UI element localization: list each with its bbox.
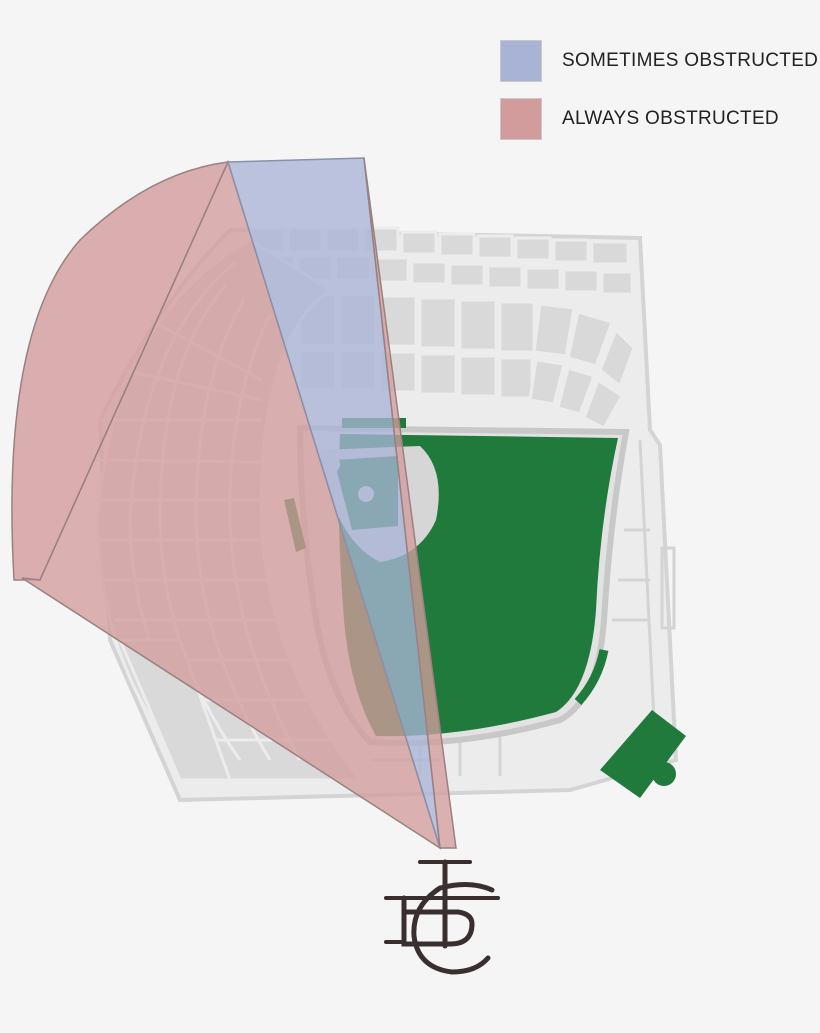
legend-swatch-always	[500, 98, 542, 140]
legend-item-sometimes-obstructed: SOMETIMES OBSTRUCTED	[500, 40, 820, 82]
building-block	[600, 710, 686, 798]
concourse-line	[638, 439, 658, 761]
seat-section	[438, 232, 476, 258]
legend-label-sometimes: SOMETIMES OBSTRUCTED	[562, 50, 819, 71]
seat-section	[528, 358, 566, 406]
obstruction-overlays	[11, 157, 457, 850]
seat-section	[400, 230, 438, 256]
seat-section	[514, 236, 552, 262]
seat-section	[448, 262, 486, 288]
legend-label-always: ALWAYS OBSTRUCTED	[562, 108, 779, 129]
seat-section	[458, 298, 498, 352]
always-obstructed-zone	[363, 157, 457, 849]
legend-item-always-obstructed: ALWAYS OBSTRUCTED	[500, 98, 820, 140]
seat-section	[566, 310, 614, 368]
logo-stroke	[411, 882, 495, 975]
seat-section	[562, 268, 600, 294]
seat-section	[410, 260, 448, 286]
seat-section	[598, 327, 636, 389]
seat-section	[524, 266, 562, 292]
building-rotunda	[652, 762, 676, 786]
seat-section	[418, 296, 458, 350]
seat-section	[486, 264, 524, 290]
logo-stroke	[401, 895, 475, 947]
scoreboard-structure	[660, 546, 676, 630]
seat-section	[498, 356, 534, 400]
seat-section	[532, 302, 576, 358]
seat-section	[590, 240, 630, 266]
seat-section	[582, 377, 624, 430]
legend-swatch-sometimes	[500, 40, 542, 82]
seat-section	[600, 270, 634, 296]
seat-section	[418, 352, 458, 396]
seat-section	[458, 354, 498, 398]
bullpen	[574, 649, 609, 706]
seat-section	[552, 238, 590, 264]
seat-section	[556, 366, 596, 416]
seat-section	[476, 234, 514, 260]
team-monogram-logo	[384, 859, 500, 975]
outside-building	[600, 710, 686, 798]
seat-section	[498, 300, 536, 354]
always-obstructed-zone	[11, 161, 230, 581]
